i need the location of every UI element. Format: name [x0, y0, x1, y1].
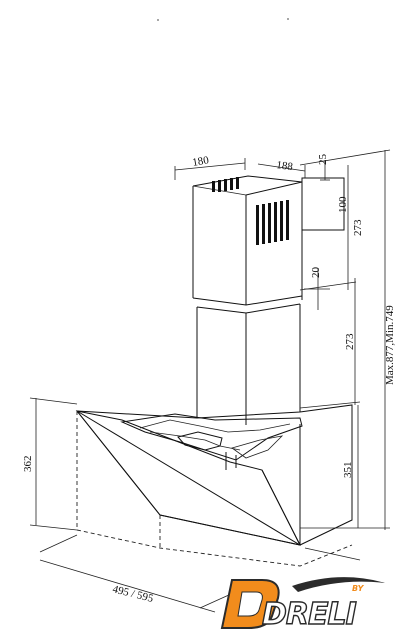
upper-vent-grill-right: [256, 200, 289, 245]
brand-logo: DRELI BY: [220, 577, 385, 633]
dim-overlap: 20: [310, 267, 322, 279]
logo-by-label: BY: [352, 584, 365, 593]
dim-vent-offset: 25: [317, 154, 329, 166]
dim-total-height: Max.877,Min.749: [384, 305, 396, 385]
dim-lower-chimney: 273: [344, 333, 356, 350]
dimension-lines: [29, 149, 391, 613]
top-stray-marks: [157, 18, 289, 21]
hood-body: [75, 404, 353, 567]
dim-hood-height: 351: [342, 462, 354, 479]
lower-chimney: [192, 295, 303, 425]
dim-chimney-depth: 180: [191, 154, 210, 169]
logo-wordmark: DRELI: [262, 597, 357, 632]
dim-width-options: 495 / 595: [111, 583, 155, 605]
logo-d-inner: [237, 591, 263, 617]
dim-vent-height: 100: [337, 196, 349, 213]
logo-swoosh: [292, 577, 385, 592]
upper-vent-grill-left: [212, 177, 239, 192]
dim-upper-chimney: 273: [352, 219, 364, 236]
upper-chimney: [192, 175, 345, 305]
dim-chimney-width: 188: [276, 159, 295, 173]
dim-side-height: 362: [22, 456, 34, 473]
